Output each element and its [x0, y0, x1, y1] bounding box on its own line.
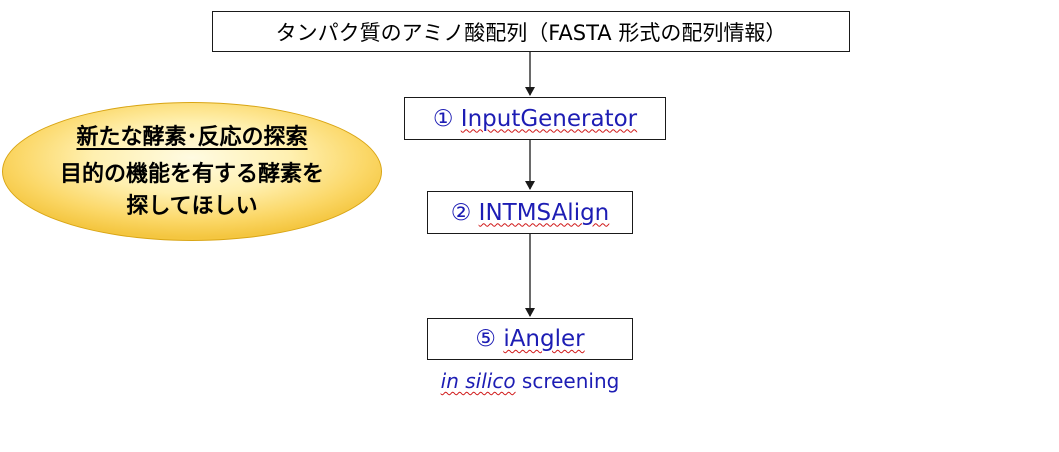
step-iangler: ⑤ iAngler [427, 318, 633, 360]
callout-line-2: 探してほしい [126, 194, 258, 219]
step-marker: ② [450, 199, 472, 226]
caption-rest: screening [521, 369, 620, 393]
step-name: iAngler [503, 326, 585, 352]
step-marker: ⑤ [475, 326, 496, 352]
input-sequence-label: タンパク質のアミノ酸配列（FASTA 形式の配列情報） [275, 20, 787, 45]
step-name: InputGenerator [460, 105, 638, 132]
callout-line-1: 目的の機能を有する酵素を [59, 162, 324, 187]
step-intmsalign: ② INTMSAlign [427, 191, 633, 234]
callout-title-text: 新たな酵素･反応の探索 [76, 125, 308, 150]
step-name: INTMSAlign [478, 199, 610, 226]
step-marker: ① [432, 105, 454, 132]
callout-ellipse [2, 102, 382, 241]
screening-caption: in silico screening [380, 369, 680, 393]
caption-italic: in silico [440, 369, 516, 393]
callout-title: 新たな酵素･反応の探索 [2, 119, 382, 151]
step-input-generator: ① InputGenerator [404, 97, 666, 140]
input-sequence-box: タンパク質のアミノ酸配列（FASTA 形式の配列情報） [212, 11, 850, 52]
